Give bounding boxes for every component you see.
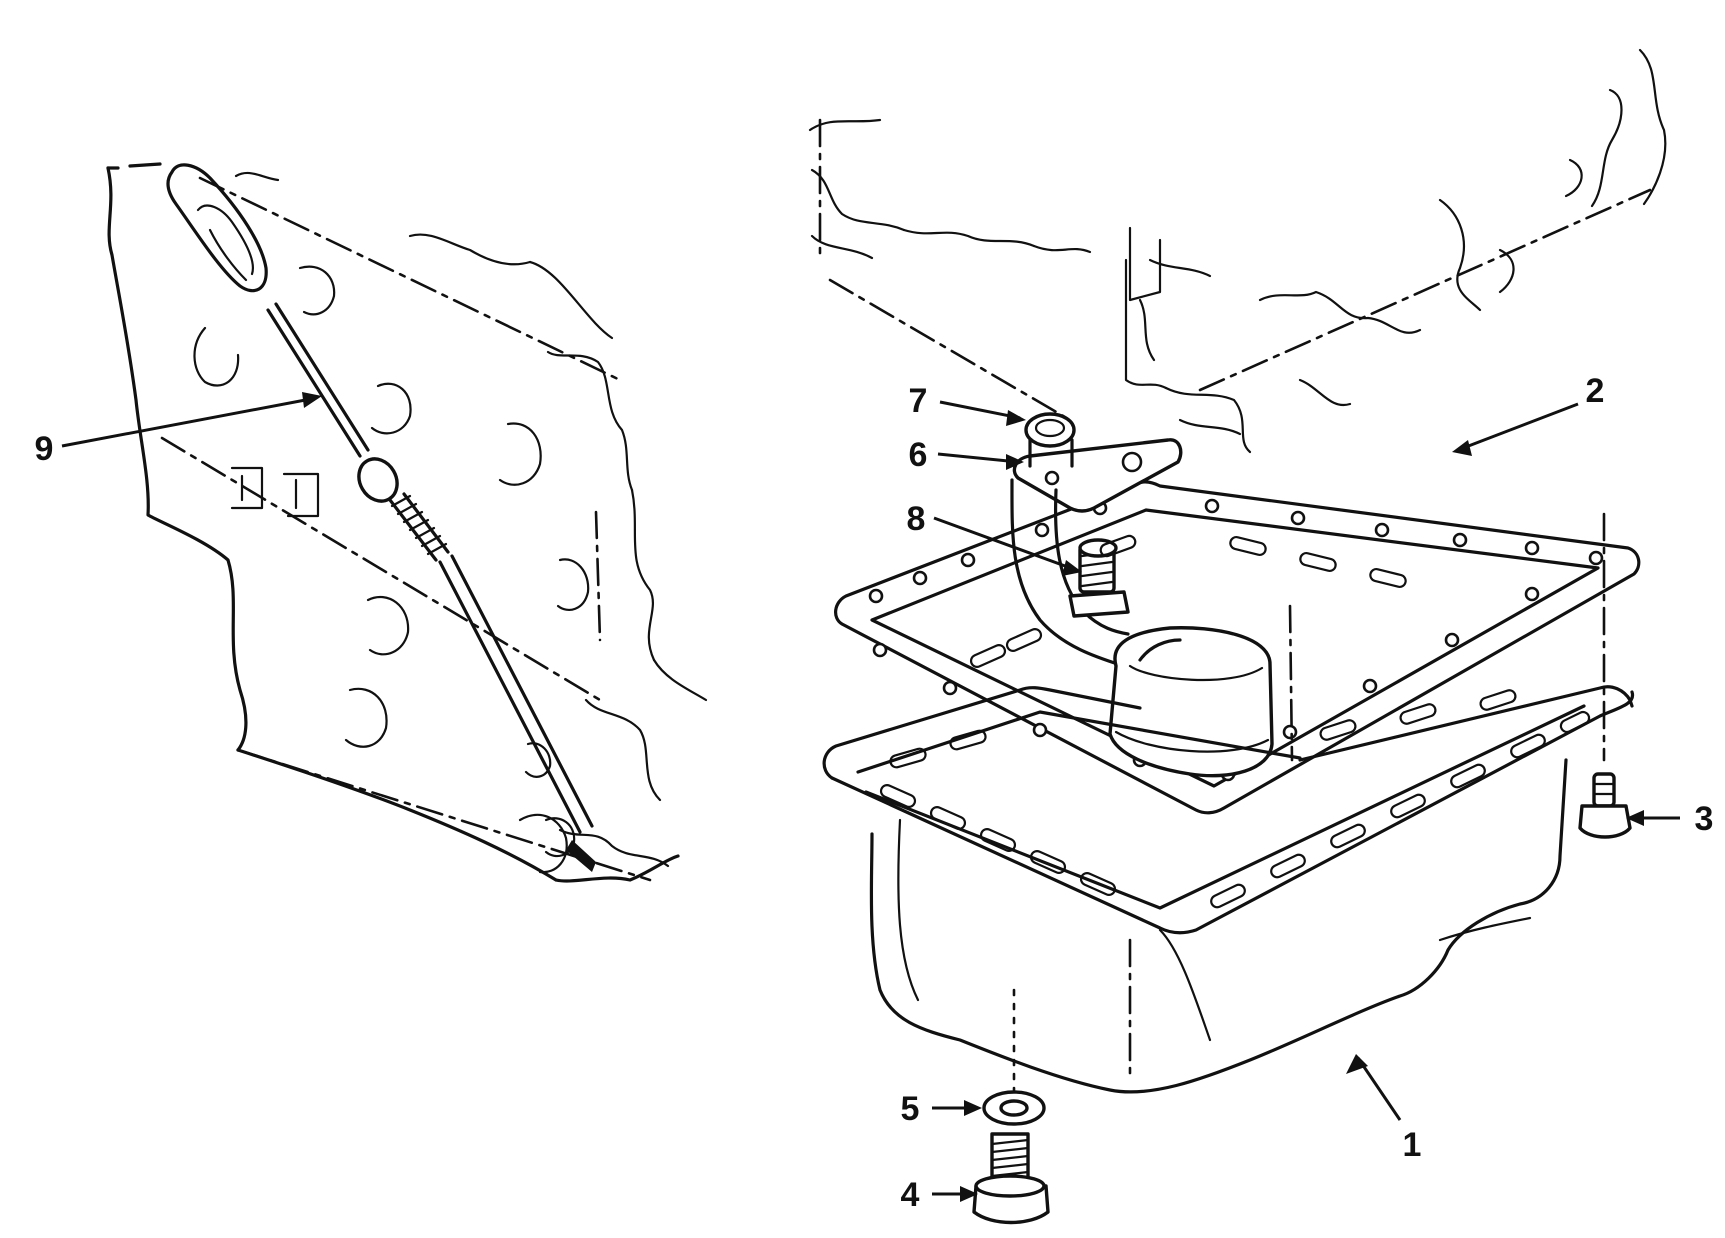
- flange-slots: [879, 534, 1591, 909]
- pickup-tube-bolt: [1068, 538, 1130, 618]
- callout-label-7: 7: [909, 382, 928, 420]
- callout-label-8: 8: [907, 500, 926, 538]
- callout-8: 8: [907, 500, 1082, 576]
- alignment-line: [1288, 604, 1294, 762]
- callout-7: 7: [909, 382, 1026, 426]
- callout-label-6: 6: [909, 436, 928, 474]
- oil-pan-gasket: [834, 480, 1641, 815]
- engine-block-side: [106, 162, 708, 883]
- callout-label-2: 2: [1586, 372, 1605, 410]
- callout-label-4: 4: [901, 1176, 920, 1214]
- callout-2: 2: [1452, 372, 1604, 456]
- callout-6: 6: [909, 436, 1024, 474]
- callout-label-9: 9: [35, 430, 54, 468]
- callout-label-1: 1: [1403, 1126, 1422, 1164]
- pickup-tube-o-ring: [1024, 412, 1076, 468]
- drain-plug: [972, 1132, 1050, 1225]
- drain-plug-washer: [982, 1090, 1046, 1126]
- callout-label-5: 5: [901, 1090, 920, 1128]
- callout-4: 4: [901, 1176, 978, 1214]
- gasket-bolt-holes: [868, 498, 1604, 782]
- oil-pickup-tube: [1010, 438, 1274, 778]
- callout-9: 9: [35, 392, 322, 468]
- callout-1: 1: [1346, 1054, 1421, 1164]
- oil-pan: [822, 534, 1635, 1094]
- dipstick: [166, 163, 596, 872]
- callout-3: 3: [1626, 800, 1713, 838]
- oil-pan-bolt: [1578, 772, 1632, 839]
- callout-label-3: 3: [1695, 800, 1714, 838]
- callout-5: 5: [901, 1090, 982, 1128]
- engine-block-bottom: [808, 48, 1667, 454]
